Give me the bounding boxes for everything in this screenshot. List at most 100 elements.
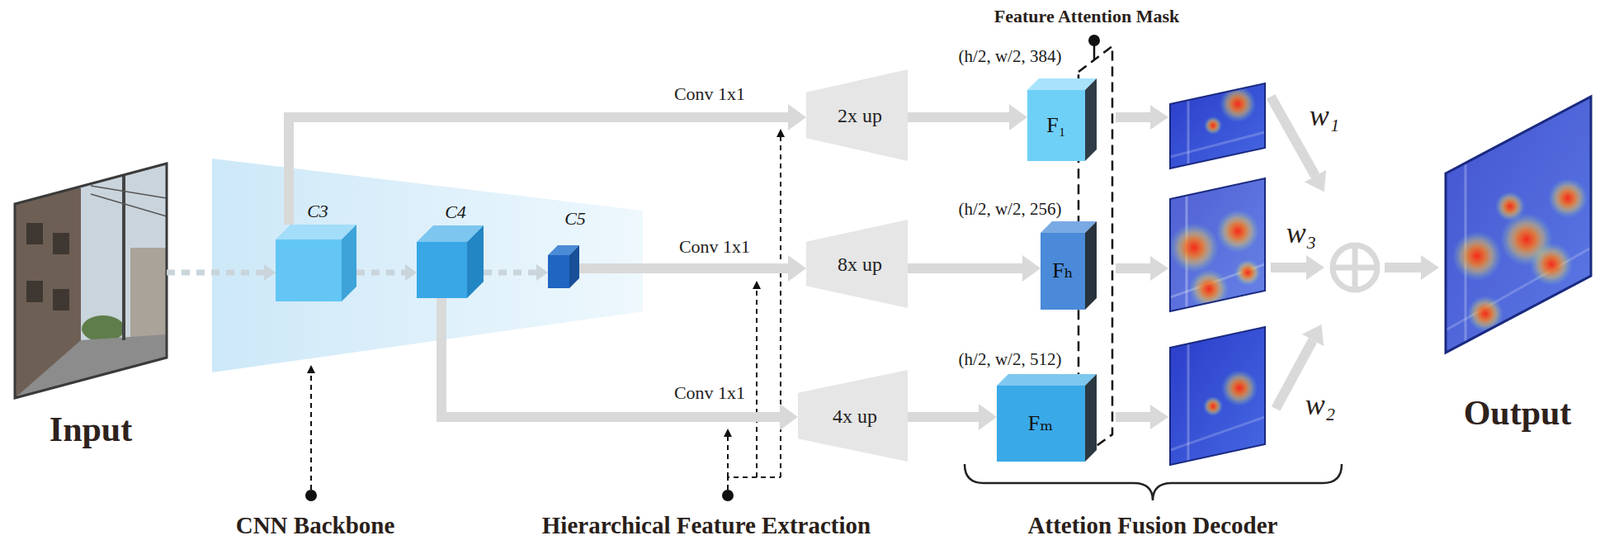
node-shape — [547, 245, 580, 288]
cube-top — [1027, 78, 1097, 90]
weight-label: w₂ — [1305, 389, 1336, 420]
heatmap-frame — [1170, 326, 1265, 465]
sum-symbol — [1334, 264, 1376, 271]
photo-frame — [14, 163, 167, 398]
photo-window — [52, 288, 70, 311]
stage-label: C3 — [306, 202, 329, 221]
cube-front — [1027, 89, 1086, 161]
heatmap-trace — [1187, 83, 1190, 169]
heatmap-frame — [1445, 96, 1591, 353]
cube-side — [1085, 78, 1097, 161]
dimension-label: (h/2, w/2, 256) — [958, 200, 1062, 218]
heatmap-ground — [1170, 326, 1265, 465]
stage-label: C4 — [444, 202, 467, 222]
weight-label: w₁ — [1309, 100, 1341, 131]
upsample-label: 4x up — [832, 405, 878, 426]
fused-feature-cube: (h/2, w/2, 512)Fₘ — [996, 373, 1097, 462]
connector-arrow — [356, 269, 406, 276]
flow-arrow — [1384, 262, 1421, 273]
photo-window — [26, 222, 43, 245]
heatmap-image — [1169, 178, 1265, 312]
heatmap-ground — [1445, 96, 1591, 353]
cube-front — [996, 385, 1086, 462]
trapezoid-shape — [806, 219, 908, 308]
stage-label: C5 — [564, 209, 586, 228]
edge-label: Conv 1x1 — [674, 84, 746, 104]
heatmap-image — [1170, 83, 1265, 169]
photo-pole — [122, 163, 126, 340]
output-label: Output — [1463, 395, 1572, 430]
weight-label: w₃ — [1286, 217, 1317, 248]
upsample-block: 4x up — [797, 369, 908, 462]
heat-spot — [1495, 191, 1525, 222]
node-shape — [416, 225, 484, 298]
output-heatmap — [1445, 96, 1591, 353]
heat-spot — [1467, 295, 1504, 332]
input-label: Input — [49, 411, 133, 447]
cube-front — [547, 254, 570, 288]
section-label: Hierarchical Feature Extraction — [542, 513, 871, 538]
input-image: Input — [14, 163, 167, 398]
heat-spot — [1169, 222, 1219, 273]
photo-house — [130, 247, 167, 339]
upsample-label: 2x up — [837, 105, 883, 126]
upsample-block: 8x up — [806, 219, 908, 308]
cube-side — [1085, 221, 1097, 310]
upsample-block: 2x up — [806, 69, 908, 161]
cube-side — [1085, 373, 1097, 462]
cube-side — [569, 245, 580, 288]
cube-side — [467, 225, 484, 298]
backbone-region — [212, 158, 643, 373]
sum-symbol — [1332, 245, 1378, 290]
heat-spot — [1203, 116, 1223, 135]
heatmap-wash — [1170, 178, 1265, 312]
flow-arrow — [1115, 411, 1151, 422]
leader-dot — [1088, 34, 1100, 47]
connector-arrow — [907, 411, 979, 422]
heatmap-trace — [1170, 132, 1265, 157]
leader-dot — [305, 489, 317, 501]
section-label: CNN Backbone — [235, 513, 396, 538]
cube-front — [275, 239, 342, 302]
heatmap-trace — [1170, 416, 1265, 450]
photo-road — [14, 334, 167, 398]
edge-label: Conv 1x1 — [674, 383, 746, 402]
feature-name: Fₘ — [1028, 412, 1053, 435]
leader-line — [755, 288, 758, 477]
fused-feature-cube: (h/2, w/2, 256)Fₕ — [1040, 221, 1097, 310]
photo-window — [26, 280, 43, 303]
heat-spot — [1548, 178, 1588, 218]
leader-line — [726, 436, 729, 477]
connector-arrow — [907, 263, 1023, 274]
edge-label: Conv 1x1 — [679, 237, 751, 256]
cube-front — [1040, 232, 1086, 310]
feature-name: Fₕ — [1052, 259, 1074, 282]
heatmap-ground — [1170, 178, 1265, 312]
connector-arrow — [441, 297, 780, 417]
fused-feature-cube: (h/2, w/2, 384)F₁ — [1027, 78, 1097, 161]
cube-top — [996, 373, 1097, 386]
heat-spot — [1529, 242, 1573, 286]
feature-cube: C3 — [275, 224, 357, 302]
heat-spot — [1221, 369, 1258, 406]
connector-arrow — [579, 263, 789, 274]
photo-wire — [90, 193, 167, 217]
leader-line — [727, 476, 781, 490]
heatmap-image — [1170, 326, 1265, 465]
leader-line — [779, 136, 782, 477]
leader-dot — [722, 489, 734, 501]
flow-arrow — [1270, 96, 1316, 176]
connector-arrow — [907, 112, 1010, 123]
section-label: Attetion Fusion Decoder — [1028, 513, 1279, 538]
feature-name: F₁ — [1046, 114, 1067, 137]
heatmap-frame — [1170, 83, 1265, 169]
heatmap-wash — [1445, 96, 1591, 353]
dimension-label: (h/2, w/2, 512) — [958, 350, 1062, 369]
feature-cube: C5 — [547, 245, 580, 288]
curly-brace — [964, 463, 1342, 501]
trapezoid-shape — [806, 69, 908, 161]
heat-spot — [1234, 259, 1261, 286]
